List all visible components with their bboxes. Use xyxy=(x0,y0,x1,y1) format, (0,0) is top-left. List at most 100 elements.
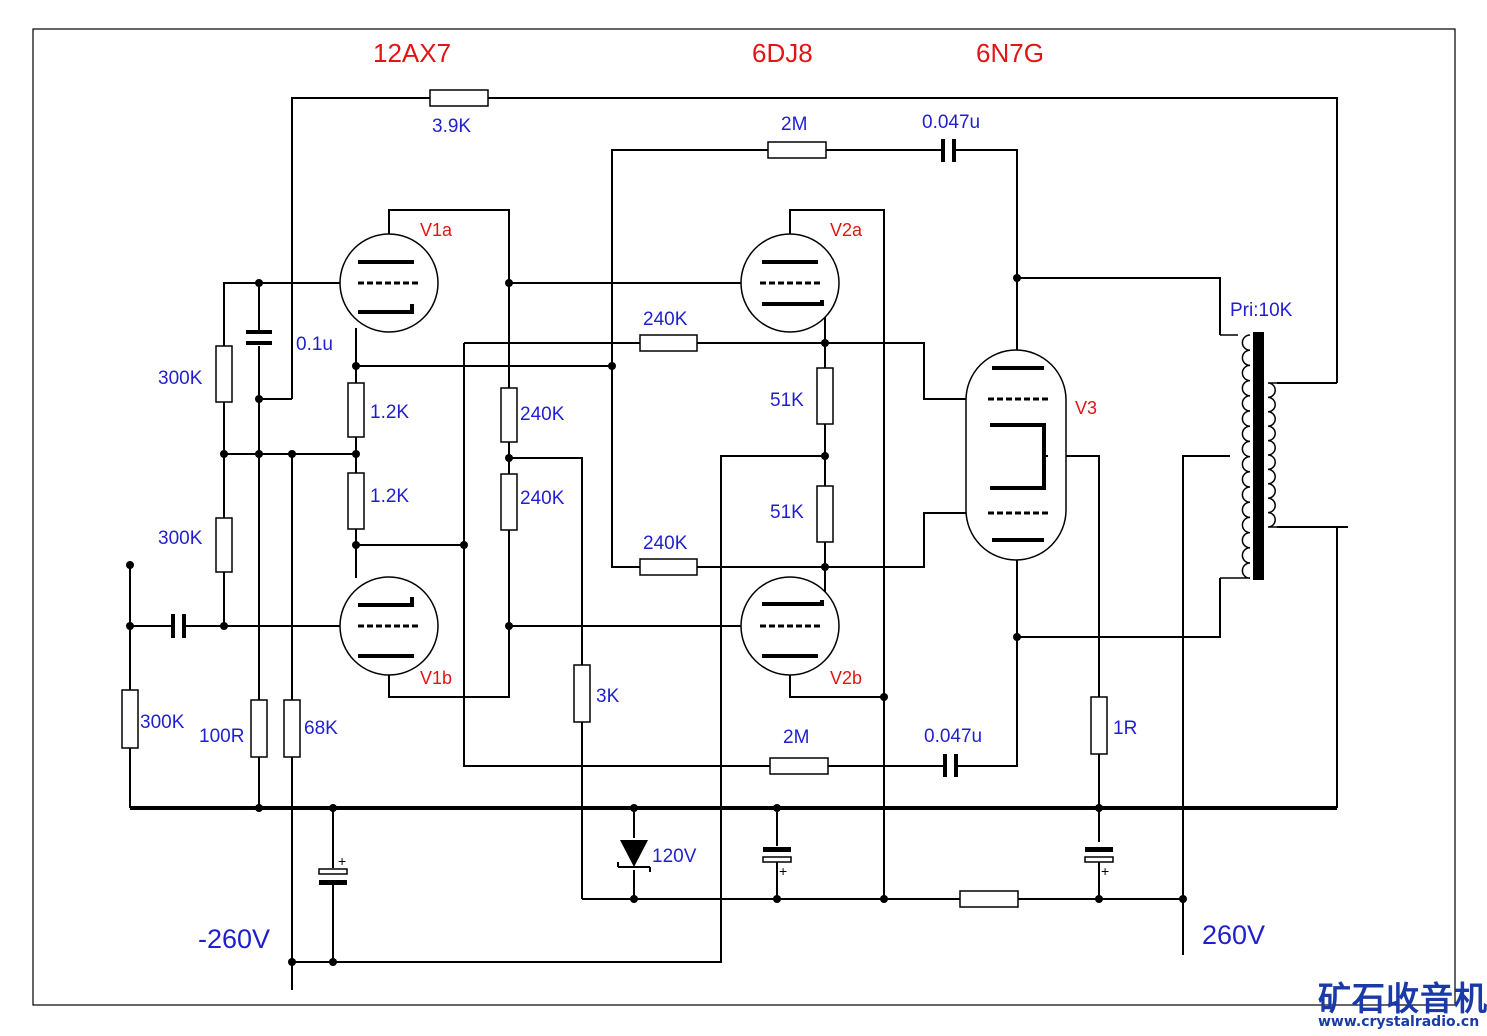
junction-dot xyxy=(505,454,513,462)
junction-dot xyxy=(255,279,263,287)
junction-dot xyxy=(460,541,468,549)
svg-text:+: + xyxy=(1101,863,1109,879)
junction-dot xyxy=(821,563,829,571)
junction-dot xyxy=(255,450,263,458)
junction-dot xyxy=(220,622,228,630)
label-r-68k: 68K xyxy=(304,718,338,739)
junction-dots xyxy=(126,274,1187,966)
label-r-300k-1: 300K xyxy=(158,368,203,389)
output-transformer xyxy=(1220,332,1277,580)
capacitor-0-047u-bot xyxy=(943,754,958,777)
junction-dot xyxy=(352,541,360,549)
junction-dot xyxy=(1013,633,1021,641)
resistor-2m-bot xyxy=(769,757,829,775)
junction-dot xyxy=(220,450,228,458)
label-transformer: Pri:10K xyxy=(1230,300,1293,321)
tube-type-6n7g: 6N7G xyxy=(976,38,1044,68)
junction-dot xyxy=(255,804,263,812)
junction-dot xyxy=(288,958,296,966)
tube-v2a xyxy=(740,233,840,333)
label-zener: 120V xyxy=(652,846,697,867)
junction-dot xyxy=(821,452,829,460)
junction-dot xyxy=(1013,274,1021,282)
tube-label-v1a: V1a xyxy=(420,220,453,240)
input-terminal xyxy=(126,561,134,569)
svg-text:+: + xyxy=(779,863,787,879)
resistor-1-2k-2 xyxy=(347,472,365,530)
resistor-240k-v1 xyxy=(500,387,518,443)
junction-dot xyxy=(1179,895,1187,903)
junction-dot xyxy=(608,362,616,370)
label-c-0-047u-top: 0.047u xyxy=(922,112,980,133)
label-r-51k-1: 51K xyxy=(770,390,804,411)
junction-dot xyxy=(505,279,513,287)
junction-dot xyxy=(773,804,781,812)
junction-dot xyxy=(880,895,888,903)
resistor-300k-2 xyxy=(215,517,233,573)
junction-dot xyxy=(352,362,360,370)
junction-dot xyxy=(329,804,337,812)
electrolytic-cap-mid: + xyxy=(762,847,792,879)
resistor-2m-top xyxy=(767,141,827,159)
label-r-2m-bot: 2M xyxy=(783,727,809,748)
capacitor-0-1u xyxy=(246,330,272,345)
resistor-100r xyxy=(250,699,268,758)
label-r-51k-2: 51K xyxy=(770,502,804,523)
capacitor-0-047u-top xyxy=(941,139,956,162)
electrolytic-cap-neg: + xyxy=(318,853,348,885)
label-r-1-2k-2: 1.2K xyxy=(370,486,409,507)
watermark-logo: 矿石收音机 xyxy=(1318,979,1487,1018)
resistor-51k-1 xyxy=(816,367,834,425)
tube-label-v2a: V2a xyxy=(830,220,863,240)
junction-dot xyxy=(255,395,263,403)
label-r-3k: 3K xyxy=(596,686,620,707)
label-r-3-9k: 3.9K xyxy=(432,116,471,137)
label-r-240k-v1: 240K xyxy=(520,404,565,425)
resistor-240k-top xyxy=(639,334,698,352)
wires xyxy=(129,97,1348,990)
junction-dot xyxy=(630,804,638,812)
capacitor-input xyxy=(171,614,186,638)
label-r-1-2k-1: 1.2K xyxy=(370,402,409,423)
junction-dot xyxy=(880,693,888,701)
label-r-240k-top: 240K xyxy=(643,309,688,330)
label-r-1r: 1R xyxy=(1113,718,1137,739)
resistor-3k xyxy=(573,664,591,723)
junction-dot xyxy=(329,958,337,966)
label-r-240k-v2: 240K xyxy=(520,488,565,509)
junction-dot xyxy=(352,450,360,458)
label-c-0-047u-bot: 0.047u xyxy=(924,726,982,747)
tube-label-v1b: V1b xyxy=(420,668,452,688)
resistor-51k-2 xyxy=(816,485,834,543)
tube-v3 xyxy=(965,349,1067,561)
watermark-url: www.crystalradio.cn xyxy=(1318,1014,1480,1030)
label-c-0-1u: 0.1u xyxy=(296,334,333,355)
junction-dot xyxy=(505,622,513,630)
label-r-300k-in: 300K xyxy=(140,712,185,733)
electrolytic-cap-right: + xyxy=(1084,847,1114,879)
junction-dot xyxy=(288,450,296,458)
tube-v1b xyxy=(339,576,439,676)
resistor-1r xyxy=(1090,696,1108,755)
resistor-240k-v2 xyxy=(500,473,518,531)
tube-type-6dj8: 6DJ8 xyxy=(752,38,813,68)
resistor-68k xyxy=(283,699,301,758)
junction-dot xyxy=(126,622,134,630)
tube-label-v2b: V2b xyxy=(830,668,862,688)
junction-dot xyxy=(773,895,781,903)
label-r-300k-2: 300K xyxy=(158,528,203,549)
resistor-240k-bot xyxy=(639,558,698,576)
label-r-2m-top: 2M xyxy=(781,114,807,135)
svg-text:+: + xyxy=(338,853,346,869)
zener-diode xyxy=(617,840,651,872)
label-r-240k-bot: 240K xyxy=(643,533,688,554)
junction-dot xyxy=(630,895,638,903)
label-r-100r: 100R xyxy=(199,726,244,747)
supply-pos-label: 260V xyxy=(1202,920,1265,950)
junction-dot xyxy=(1095,895,1103,903)
frame xyxy=(32,28,1456,1006)
resistor-300k-1 xyxy=(215,345,233,403)
junction-dot xyxy=(1095,804,1103,812)
tube-label-v3: V3 xyxy=(1075,398,1097,418)
